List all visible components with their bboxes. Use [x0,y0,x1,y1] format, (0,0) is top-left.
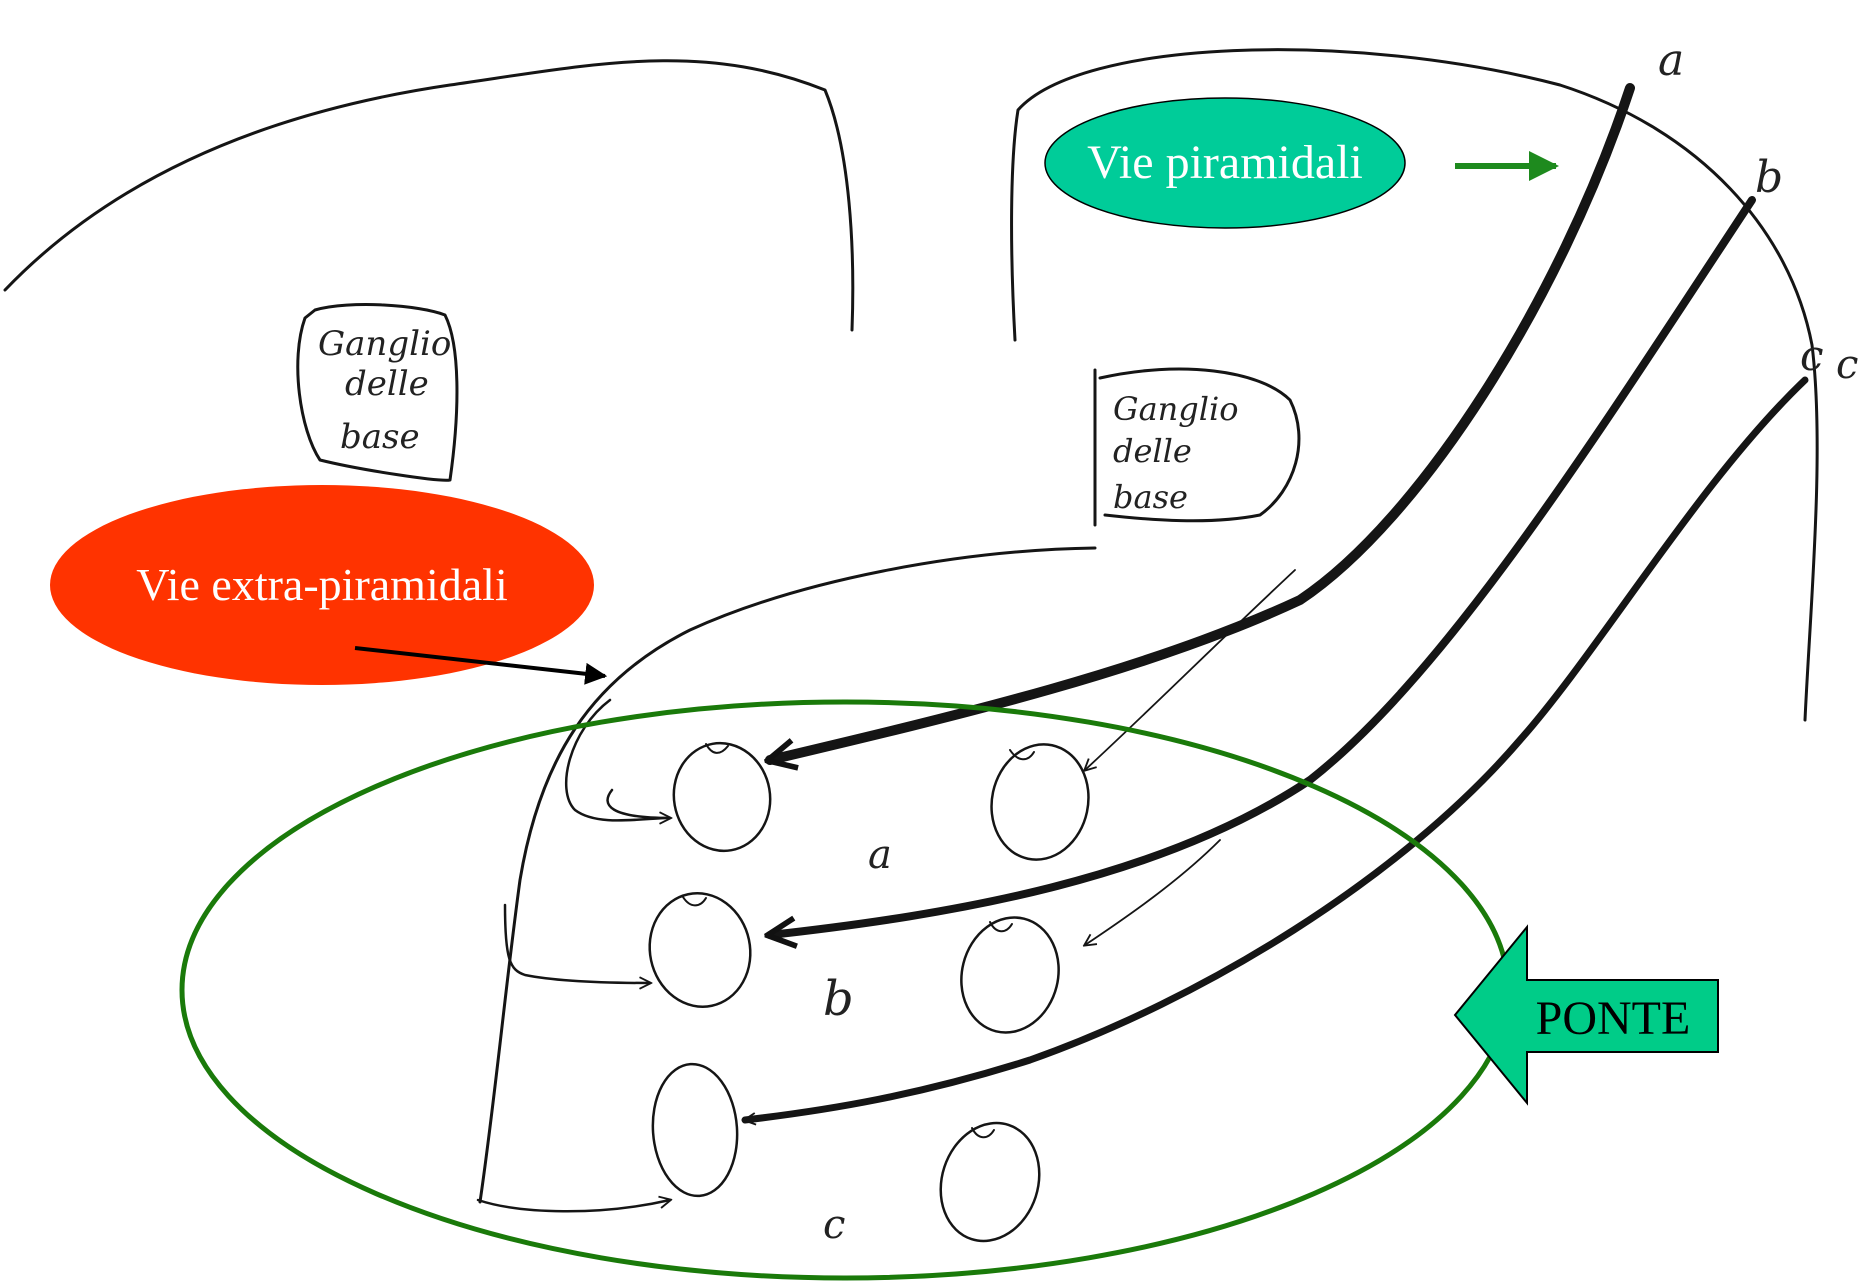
basal-ganglia-left-text-1: Ganglio [318,324,451,364]
nucleus-letter-c: c [823,1202,845,1248]
nucleus-left-b [648,892,752,1008]
basal-ganglia-right-text-1: Ganglio [1113,390,1238,428]
cortex-letter-c: c [1800,331,1824,380]
basal-ganglia-left-text-3: base [340,417,420,457]
nucleus-notch-d [989,921,1013,933]
nucleus-right-a [990,743,1090,861]
nucleus-notch-a [705,743,729,754]
nucleus-letter-a: a [868,832,892,878]
pons-label: PONTE [1453,924,1719,1106]
pons-label-text: PONTE [1536,992,1691,1045]
extra-pyramidal-arrow [354,646,608,685]
basal-ganglia-right-box [1093,367,1301,527]
nucleus-right-c [939,1121,1041,1243]
basal-ganglia-right-text-3: base [1113,478,1188,516]
extra-pyramidal-label-text: Vie extra-piramidali [136,559,507,610]
brainstem-inner-loop [565,698,667,822]
cortex-letter-c-outer: c [1836,342,1858,388]
nucleus-left-a [672,741,772,853]
extra-pyramidal-label: Vie extra-piramidali [50,485,594,685]
cortex-letter-b: b [1755,152,1783,203]
pyramidal-label: Vie piramidali [1044,97,1406,229]
left-hemisphere-outline [3,59,855,332]
cortex-letter-a: a [1658,35,1684,86]
brainstem-outline [478,546,1097,1204]
collateral-b [1085,839,1221,945]
extra-pyramidal-label-bubble [50,485,594,685]
nucleus-right-b [960,916,1060,1034]
extra-pyramidal-branch-b [503,903,650,983]
extra-pyramidal-branch-c [476,1200,670,1213]
extra-pyramidal-branch-a [606,788,670,818]
pyramidal-label-bubble [1044,97,1406,229]
nucleus-left-c [651,1062,739,1198]
collateral-a [1085,569,1296,770]
basal-ganglia-left-text-2: delle [345,364,429,404]
pyramidal-tract-a [770,83,1635,760]
nucleus-notch-c [682,896,707,907]
nucleus-letter-b: b [823,971,854,1027]
basal-ganglia-left-box [296,303,459,482]
nucleus-notch-e [971,1127,995,1139]
pyramidal-tract-b [770,196,1756,935]
pons-arrow-shape [1453,924,1719,1106]
pyramidal-label-text: Vie piramidali [1087,136,1363,189]
basal-ganglia-right-text-2: delle [1113,432,1192,470]
nucleus-notch-b [1009,749,1035,761]
right-hemisphere-outline [1010,48,1819,722]
pyramidal-tract-c [741,376,1809,1120]
